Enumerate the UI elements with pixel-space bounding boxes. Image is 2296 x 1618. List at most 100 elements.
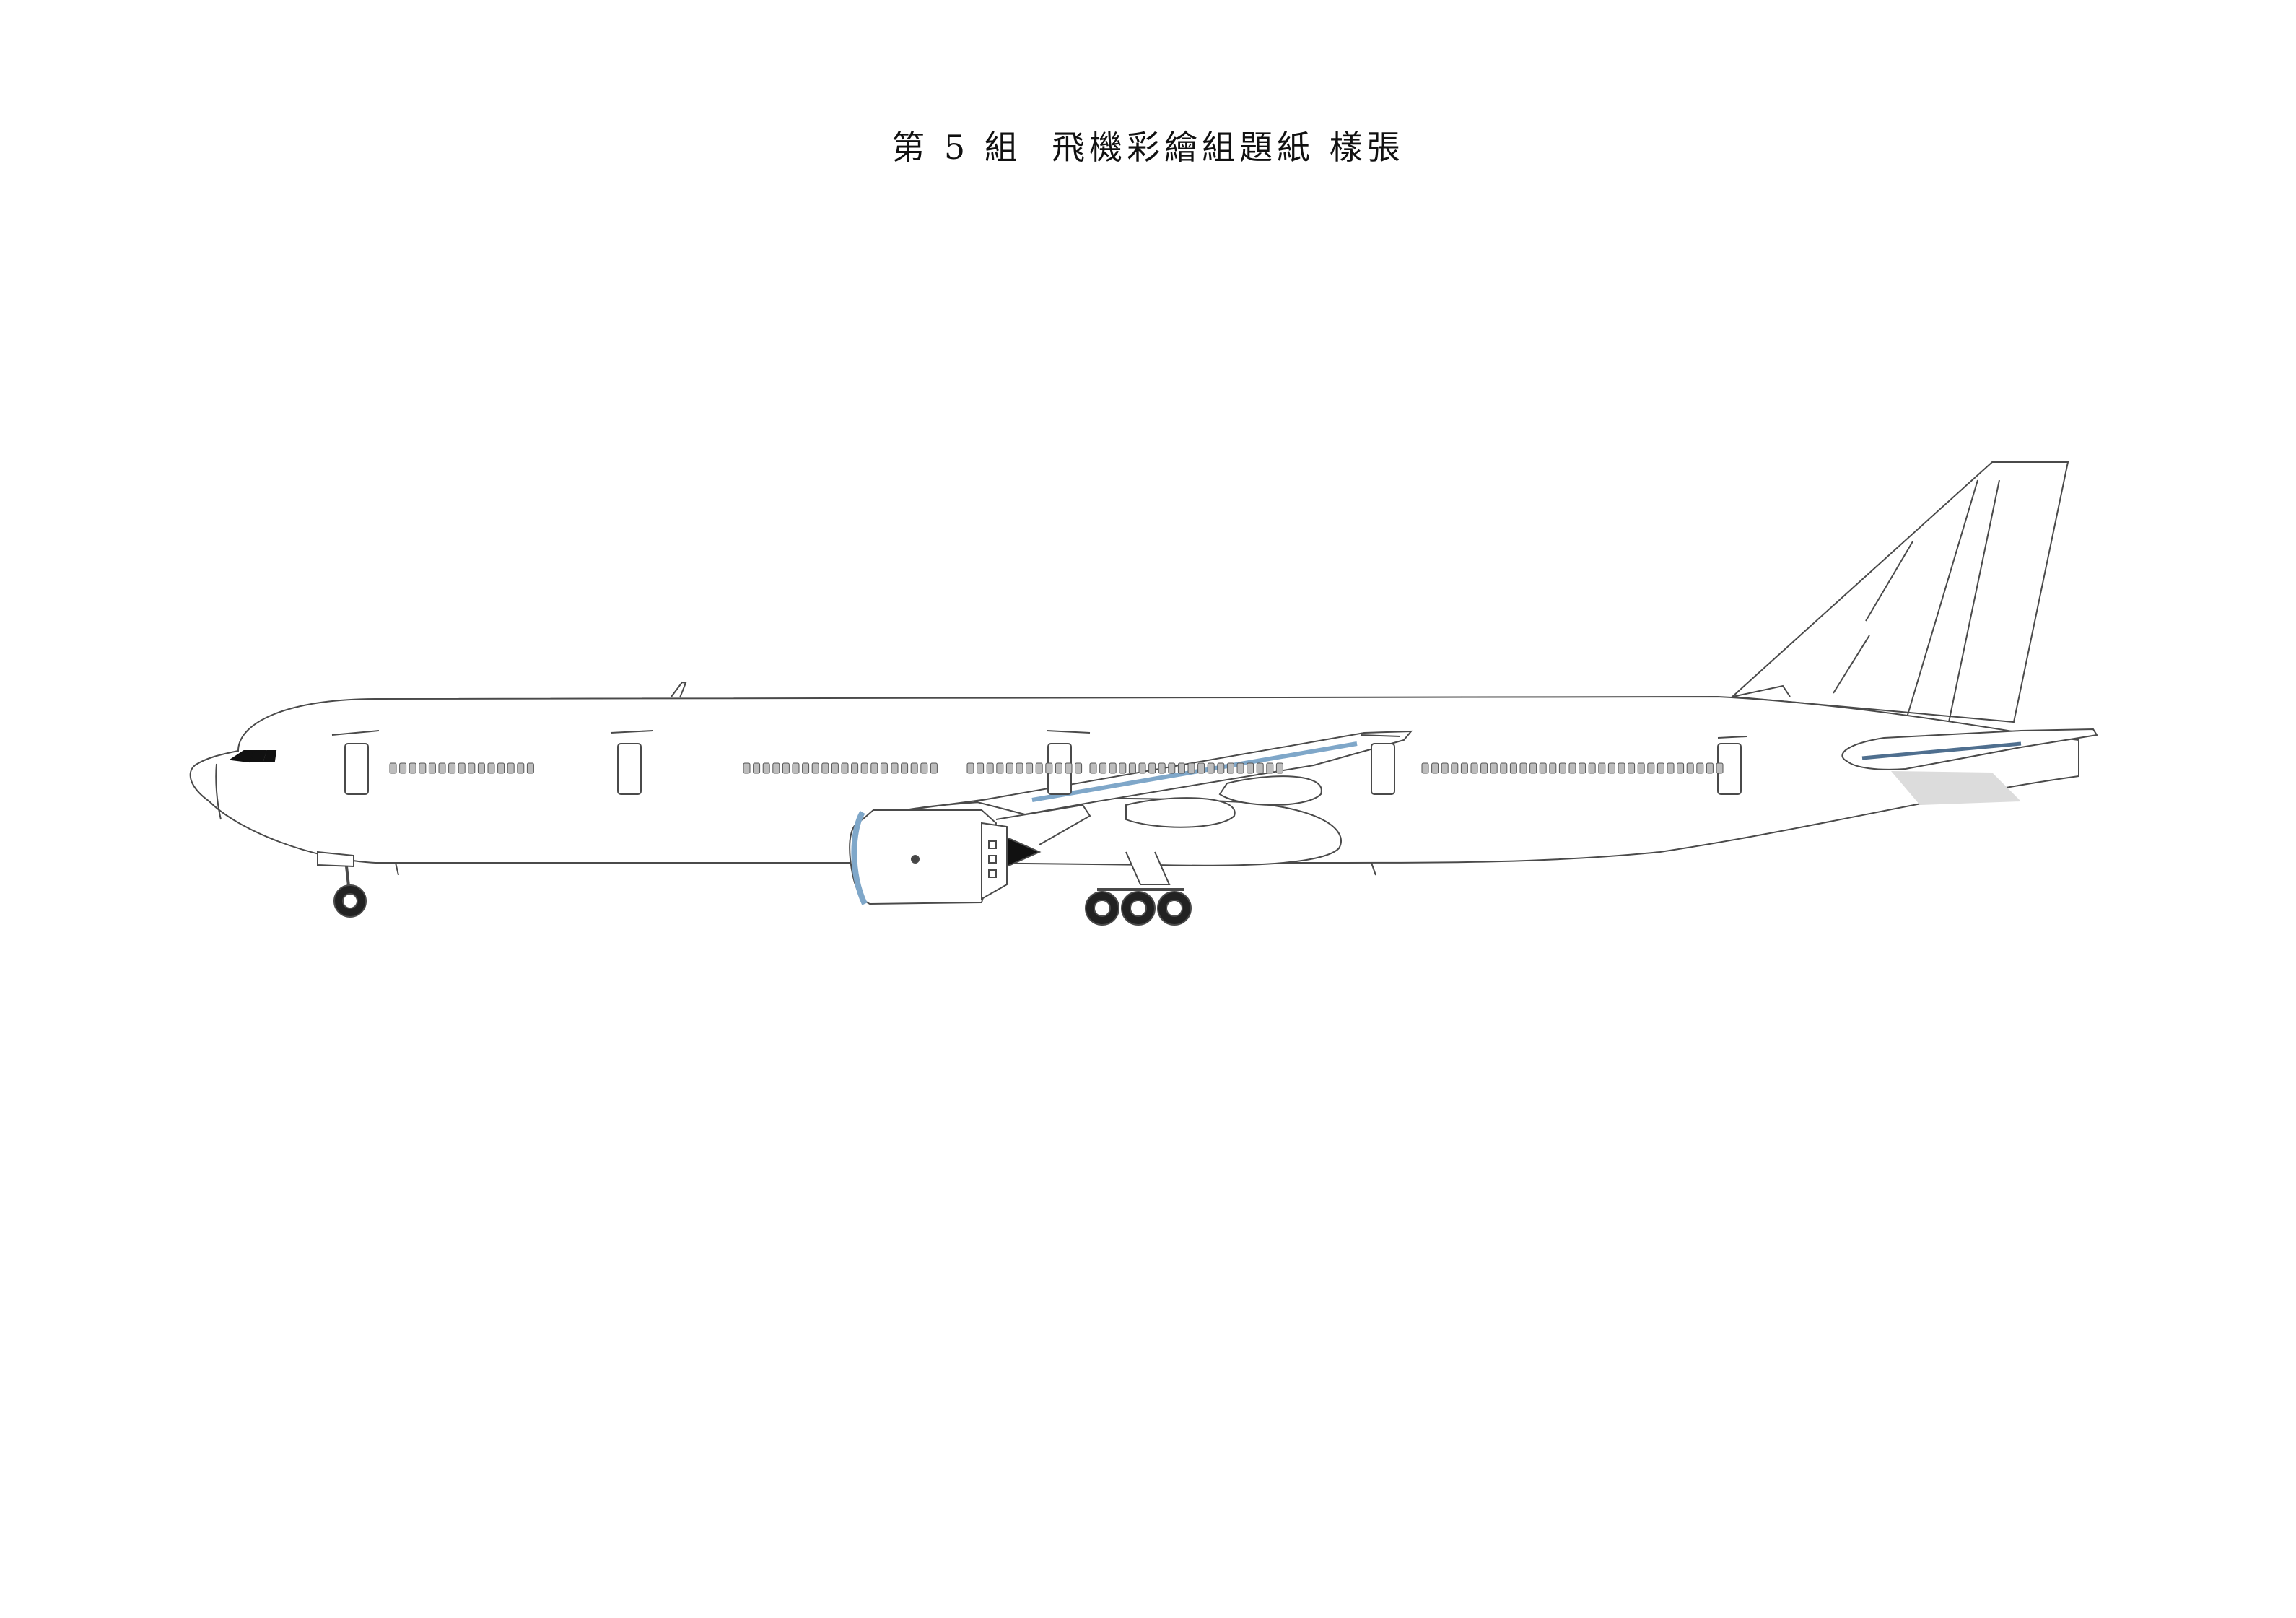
bottom-antenna — [395, 862, 399, 876]
rudder-line — [1948, 479, 2000, 723]
cabin-window — [880, 762, 888, 774]
cabin-window — [1148, 762, 1156, 774]
cabin-window — [1618, 762, 1625, 774]
door-visor-3 — [1046, 730, 1091, 734]
passenger-door — [617, 743, 642, 795]
cabin-window — [772, 762, 780, 774]
cabin-window — [458, 762, 466, 774]
cabin-window — [1677, 762, 1685, 774]
cabin-window — [438, 762, 446, 774]
cabin-window — [1236, 762, 1244, 774]
cabin-window — [1197, 762, 1205, 774]
flap-track-2 — [1125, 797, 1236, 828]
main-wheel-hub — [1166, 900, 1183, 917]
cabin-window — [1637, 762, 1645, 774]
engine-core — [981, 822, 1008, 900]
door-visor — [331, 730, 380, 736]
cabin-window — [1065, 762, 1073, 774]
cabin-window — [1579, 762, 1586, 774]
cabin-window — [1168, 762, 1176, 774]
cabin-window — [1128, 762, 1136, 774]
cabin-window — [901, 762, 909, 774]
door-visor-4 — [1360, 734, 1401, 737]
cabin-window — [409, 762, 416, 774]
cabin-window — [1607, 762, 1615, 774]
pylon — [995, 804, 1091, 845]
cabin-window — [996, 762, 1004, 774]
cabin-window — [497, 762, 505, 774]
cabin-window — [977, 762, 985, 774]
cabin-window — [1138, 762, 1146, 774]
cabin-window — [831, 762, 839, 774]
cabin-window — [1598, 762, 1606, 774]
engine-vent — [988, 840, 997, 849]
cabin-window — [1217, 762, 1225, 774]
cabin-window — [753, 762, 761, 774]
cabin-window — [1226, 762, 1234, 774]
cabin-window — [1500, 762, 1508, 774]
cabin-window — [1256, 762, 1264, 774]
cabin-window — [841, 762, 849, 774]
cabin-window — [477, 762, 485, 774]
cabin-window — [860, 762, 868, 774]
cabin-window — [1696, 762, 1704, 774]
cabin-window — [1005, 762, 1013, 774]
main-gear-strut — [1125, 851, 1171, 885]
cabin-window — [487, 762, 495, 774]
cabin-window — [966, 762, 974, 774]
top-antenna — [671, 681, 687, 698]
cabin-window — [389, 762, 397, 774]
cabin-window — [1628, 762, 1636, 774]
cabin-window — [1207, 762, 1215, 774]
cabin-window — [762, 762, 770, 774]
cabin-window — [1558, 762, 1566, 774]
engine-vent-3 — [988, 869, 997, 878]
cabin-window — [1480, 762, 1488, 774]
cabin-window — [526, 762, 534, 774]
flap-track — [1218, 775, 1322, 806]
cabin-window-row — [389, 762, 1724, 774]
engine-nacelle — [849, 809, 998, 905]
cabin-window — [782, 762, 790, 774]
cabin-window — [1275, 762, 1283, 774]
tail-panel-line — [1865, 541, 1913, 622]
cabin-window — [930, 762, 938, 774]
nose-gear-door — [317, 851, 354, 868]
rudder-line-2 — [1905, 479, 1978, 723]
cabin-window — [1026, 762, 1034, 774]
cabin-window — [821, 762, 829, 774]
cabin-window — [1647, 762, 1655, 774]
cabin-window — [1089, 762, 1097, 774]
cabin-window — [1716, 762, 1724, 774]
cabin-window — [1568, 762, 1576, 774]
cabin-window — [851, 762, 859, 774]
cabin-window — [1656, 762, 1664, 774]
cabin-window — [986, 762, 994, 774]
cabin-window — [1158, 762, 1166, 774]
cabin-window — [1016, 762, 1023, 774]
cabin-window — [891, 762, 899, 774]
engine-exhaust — [1006, 836, 1042, 868]
cabin-window — [1441, 762, 1449, 774]
engine-inlet-lip — [851, 810, 868, 905]
tail-root — [1732, 684, 1791, 697]
cabin-window — [1588, 762, 1596, 774]
cabin-window — [1549, 762, 1557, 774]
cockpit-window-3 — [263, 750, 277, 762]
cabin-window — [468, 762, 476, 774]
passenger-door — [1371, 743, 1395, 795]
nose-line — [215, 763, 222, 820]
stabilizer-accent — [1861, 741, 2022, 760]
cabin-window — [1460, 762, 1468, 774]
cabin-window — [743, 762, 751, 774]
cabin-window — [802, 762, 810, 774]
passenger-door — [344, 743, 369, 795]
cabin-window — [1509, 762, 1517, 774]
vertical-stabilizer — [1730, 461, 2069, 723]
cabin-window — [910, 762, 918, 774]
cabin-window — [419, 762, 427, 774]
cabin-window — [1490, 762, 1498, 774]
cabin-window — [1686, 762, 1694, 774]
